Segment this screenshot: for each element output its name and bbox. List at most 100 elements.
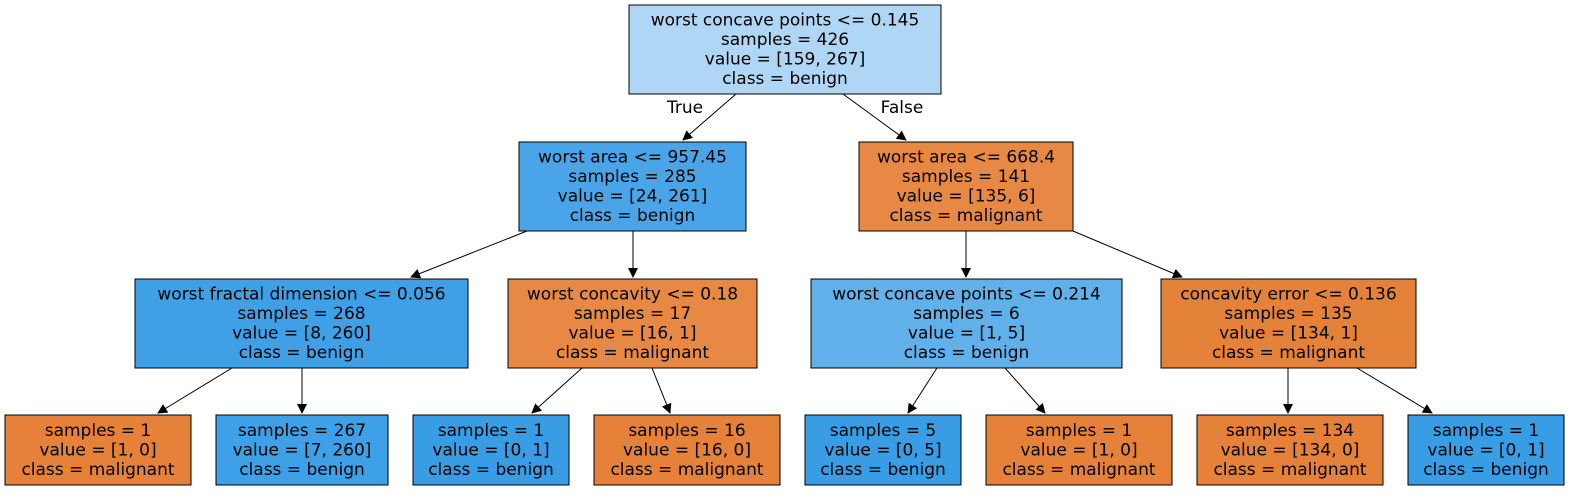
node-text-line: class = benign [239, 343, 365, 363]
edge-arrow [157, 367, 233, 414]
node-text-line: class = benign [904, 343, 1030, 363]
node-text-line: class = malignant [21, 460, 174, 480]
node-text-line: class = malignant [610, 460, 763, 480]
node-box [215, 414, 389, 486]
node-text-line: class = malignant [889, 206, 1042, 226]
node-text-line: worst fractal dimension <= 0.056 [157, 285, 445, 305]
tree-edge-n5-n11 [907, 367, 938, 414]
edge-arrow [1004, 367, 1046, 414]
edge-label-true: True [666, 98, 703, 118]
node-text-line: samples = 135 [1224, 304, 1352, 324]
node-text-line: value = [134, 0] [1221, 440, 1360, 460]
node-box [804, 414, 962, 486]
node-text-line: class = malignant [1212, 343, 1365, 363]
node-box [518, 141, 747, 232]
node-text-line: value = [0, 5] [824, 440, 941, 460]
node-box [507, 278, 758, 369]
node-text-line: samples = 1 [1026, 421, 1133, 441]
node-text-line: value = [0, 1] [1427, 440, 1544, 460]
node-box [412, 414, 570, 486]
tree-edge-n3-n7 [157, 367, 233, 414]
edge-arrow [1356, 367, 1433, 414]
node-box [4, 414, 192, 486]
edge-arrow [1072, 230, 1183, 279]
tree-edge-n4-n10 [651, 367, 672, 414]
node-box [1160, 278, 1417, 369]
node-text-line: class = benign [239, 460, 365, 480]
node-text-line: value = [1, 0] [1020, 440, 1137, 460]
node-text-line: samples = 426 [721, 30, 849, 50]
node-text-line: value = [1, 5] [908, 324, 1025, 344]
tree-edge-n6-n14 [1356, 367, 1433, 414]
node-box [858, 141, 1074, 232]
node-text-line: samples = 267 [238, 421, 366, 441]
edge-arrow [842, 93, 907, 141]
node-text-line: samples = 141 [902, 167, 1030, 187]
node-box [593, 414, 781, 486]
node-text-line: class = malignant [1213, 460, 1366, 480]
node-text-line: worst area <= 957.45 [538, 148, 727, 168]
node-text-line: samples = 5 [830, 421, 937, 441]
node-text-line: class = malignant [556, 343, 709, 363]
edge-arrow [531, 367, 583, 414]
edge-arrow [682, 93, 737, 141]
tree-edge-n2-n6 [1072, 230, 1183, 279]
node-box [1407, 414, 1565, 486]
node-text-line: samples = 16 [628, 421, 745, 441]
node-text-line: samples = 268 [237, 304, 365, 324]
node-text-line: samples = 285 [568, 167, 696, 187]
node-text-line: value = [24, 261] [558, 187, 708, 207]
node-text-line: value = [16, 0] [623, 440, 751, 460]
node-text-line: value = [0, 1] [432, 440, 549, 460]
tree-edge-n0-n2 [842, 93, 907, 141]
node-text-line: worst concavity <= 0.18 [527, 285, 738, 305]
node-text-line: class = benign [1423, 460, 1549, 480]
node-text-line: value = [135, 6] [897, 187, 1036, 207]
node-text-line: samples = 17 [574, 304, 691, 324]
node-box [134, 278, 469, 369]
node-text-line: samples = 134 [1226, 421, 1354, 441]
node-text-line: worst area <= 668.4 [877, 148, 1055, 168]
edge-label-false: False [881, 98, 924, 118]
node-text-line: samples = 1 [438, 421, 545, 441]
edge-arrow [651, 367, 672, 414]
node-text-line: worst concave points <= 0.214 [832, 285, 1101, 305]
edge-arrow [907, 367, 938, 414]
node-text-line: value = [7, 260] [233, 440, 372, 460]
edge-arrow [410, 230, 528, 279]
node-text-line: class = benign [820, 460, 946, 480]
tree-edge-n4-n9 [531, 367, 583, 414]
node-text-line: concavity error <= 0.136 [1180, 285, 1396, 305]
tree-edge-n1-n3 [410, 230, 528, 279]
node-box [810, 278, 1123, 369]
node-text-line: samples = 6 [913, 304, 1020, 324]
node-box [985, 414, 1173, 486]
tree-edge-n5-n12 [1004, 367, 1046, 414]
node-text-line: class = benign [428, 460, 554, 480]
tree-node-n3: worst fractal dimension <= 0.056samples … [134, 278, 469, 369]
node-text-line: value = [134, 1] [1219, 324, 1358, 344]
node-box [628, 4, 942, 95]
node-text-line: value = [16, 1] [568, 324, 696, 344]
node-text-line: samples = 1 [1433, 421, 1540, 441]
node-text-line: class = malignant [1002, 460, 1155, 480]
node-text-line: samples = 1 [45, 421, 152, 441]
node-text-line: value = [8, 260] [232, 324, 371, 344]
tree-edge-n0-n1 [682, 93, 737, 141]
node-text-line: class = benign [722, 69, 848, 89]
